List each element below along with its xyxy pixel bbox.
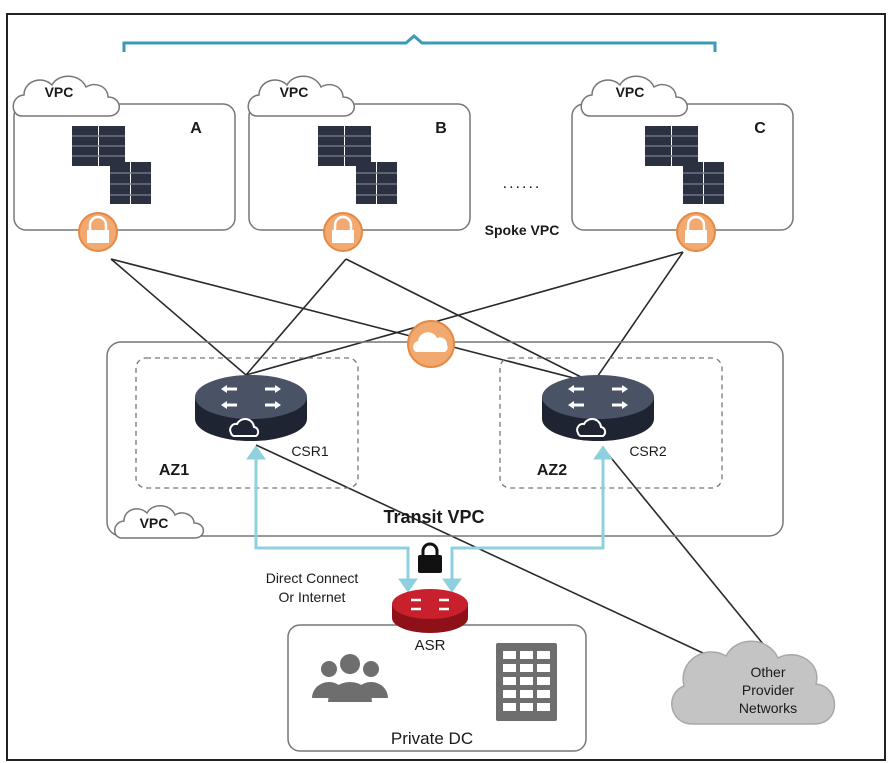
spoke-a-letter: A bbox=[190, 120, 202, 137]
link-lock-icon bbox=[418, 542, 442, 573]
vpn-lock-icon bbox=[322, 211, 364, 253]
other-provider-networks: Other Provider Networks bbox=[671, 640, 836, 725]
direct-connect-label: Direct Connect bbox=[266, 570, 359, 586]
asr-label: ASR bbox=[415, 637, 446, 654]
csr2-label: CSR2 bbox=[629, 443, 667, 459]
az2-label: AZ2 bbox=[537, 462, 567, 479]
transit-vpc: VPC Transit VPC AZ1 CSR1 AZ2 CSR2 bbox=[106, 341, 784, 539]
csr2-router-icon bbox=[540, 373, 656, 443]
diagram-border bbox=[6, 13, 886, 761]
users-icon bbox=[312, 654, 388, 702]
vpn-lock-icon bbox=[675, 211, 717, 253]
vpc-cloud-icon bbox=[12, 75, 120, 117]
csr1-router-icon bbox=[193, 373, 309, 443]
direct-connect-links bbox=[246, 445, 613, 593]
vpc-cloud-icon bbox=[580, 75, 688, 117]
transit-cloud-label: VPC bbox=[140, 515, 169, 531]
vpc-cloud-icon bbox=[247, 75, 355, 117]
provider-cloud-icon bbox=[671, 640, 836, 725]
spoke-c-letter: C bbox=[754, 120, 766, 137]
spoke-c-cloud-label: VPC bbox=[616, 84, 645, 100]
spoke-vpc-b: VPC B bbox=[247, 75, 471, 231]
spoke-ellipsis: ...... bbox=[503, 175, 542, 192]
vpn-lock-icon bbox=[77, 211, 119, 253]
spoke-bracket bbox=[122, 34, 717, 52]
private-dc: Private DC bbox=[287, 624, 587, 752]
vpc-cloud-icon bbox=[114, 505, 205, 539]
other-networks-line1: Other bbox=[750, 664, 785, 680]
spoke-a-cloud-label: VPC bbox=[45, 84, 74, 100]
az1-label: AZ1 bbox=[159, 462, 189, 479]
or-internet-label: Or Internet bbox=[279, 589, 346, 605]
connection-lines bbox=[110, 251, 769, 661]
az2-zone bbox=[499, 357, 723, 489]
spoke-b-cloud-label: VPC bbox=[280, 84, 309, 100]
transit-hub-cloud-icon bbox=[407, 320, 455, 368]
transit-vpc-title: Transit VPC bbox=[383, 507, 484, 527]
spoke-vpc-a: VPC A bbox=[12, 75, 236, 231]
spoke-b-letter: B bbox=[435, 120, 447, 137]
datacenter-rack-icon bbox=[496, 643, 557, 721]
spoke-vpc-label: Spoke VPC bbox=[485, 222, 560, 238]
spoke-vpc-c: VPC C bbox=[571, 75, 794, 231]
other-networks-line3: Networks bbox=[739, 700, 797, 716]
other-networks-line2: Provider bbox=[742, 682, 794, 698]
csr1-label: CSR1 bbox=[291, 443, 329, 459]
private-dc-label: Private DC bbox=[391, 729, 473, 748]
asr-router-icon bbox=[392, 589, 468, 633]
az1-zone bbox=[135, 357, 359, 489]
